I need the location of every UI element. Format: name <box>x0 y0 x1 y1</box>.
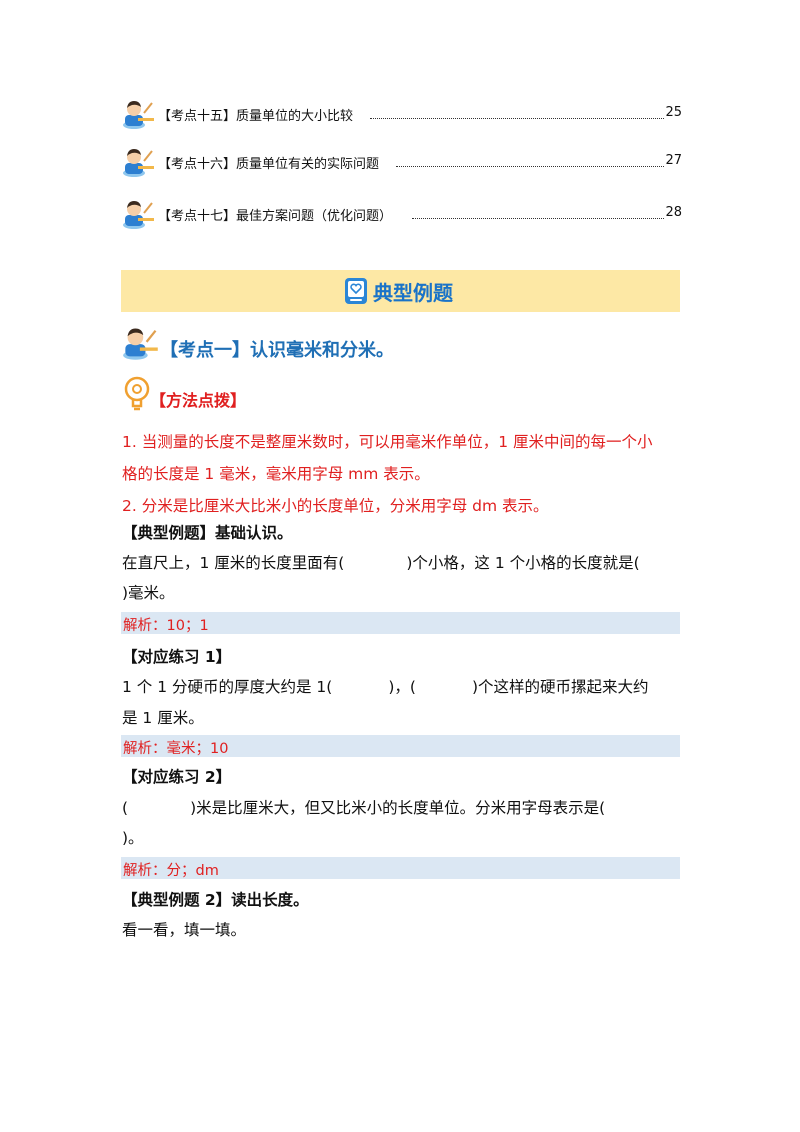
method-line-3: 2. 分米是比厘米大比米小的长度单位，分米用字母 dm 表示。 <box>122 497 549 515</box>
student-icon <box>122 148 155 177</box>
section-banner: 典型例题 <box>121 270 680 312</box>
practice2-question-line2: )。 <box>122 829 144 847</box>
text-segment: )米是比厘米大，但又比米小的长度单位。分米用字母表示是( <box>190 799 606 817</box>
practice1-answer: 解析：毫米；10 <box>123 741 229 757</box>
example2-line1: 看一看，填一填。 <box>122 921 247 939</box>
student-icon <box>122 327 159 360</box>
practice1-question-line1: 1 个 1 分硬币的厚度大约是 1( )，( )个这样的硬币摞起来大约 <box>122 675 649 697</box>
practice1-heading: 【对应练习 1】 <box>122 648 232 666</box>
practice1-question-line2: 是 1 厘米。 <box>122 709 204 727</box>
student-icon <box>122 100 155 129</box>
toc-item-15[interactable]: 【考点十五】质量单位的大小比较 25 <box>122 99 682 129</box>
clipboard-heart-icon <box>345 278 367 304</box>
text-segment: ( <box>122 799 129 817</box>
method-title: 【方法点拨】 <box>150 391 247 410</box>
toc-page-number: 27 <box>665 153 682 168</box>
section-title: 典型例题 <box>373 281 453 305</box>
toc-leader-dots <box>396 166 664 167</box>
practice2-question-line1: ( )米是比厘米大，但又比米小的长度单位。分米用字母表示是( <box>122 796 605 818</box>
practice2-heading: 【对应练习 2】 <box>122 768 232 786</box>
toc-leader-dots <box>412 218 664 219</box>
toc-label: 【考点十五】质量单位的大小比较 <box>158 109 354 124</box>
text-segment: 1 个 1 分硬币的厚度大约是 1( <box>122 678 333 696</box>
toc-item-17[interactable]: 【考点十七】最佳方案问题（优化问题） 28 <box>122 199 682 229</box>
toc-label: 【考点十六】质量单位有关的实际问题 <box>158 157 380 172</box>
example1-heading: 【典型例题】基础认识。 <box>122 524 293 542</box>
text-segment: )个小格，这 1 个小格的长度就是( <box>406 554 640 572</box>
toc-leader-dots <box>370 118 664 119</box>
text-segment: )个这样的硬币摞起来大约 <box>471 678 649 696</box>
text-segment: )，( <box>388 678 416 696</box>
practice2-answer: 解析：分；dm <box>123 863 219 879</box>
kaodian-title: 【考点一】认识毫米和分米。 <box>160 340 394 361</box>
toc-page-number: 25 <box>665 105 682 120</box>
example1-question-line1: 在直尺上，1 厘米的长度里面有( )个小格，这 1 个小格的长度就是( <box>122 551 640 573</box>
text-segment: 在直尺上，1 厘米的长度里面有( <box>122 554 345 572</box>
practice1-answer-bar: 解析：毫米；10 <box>121 735 680 757</box>
method-line-2: 格的长度是 1 毫米，毫米用字母 mm 表示。 <box>122 465 430 483</box>
example2-heading: 【典型例题 2】读出长度。 <box>122 891 309 909</box>
student-icon <box>122 200 155 229</box>
toc-page-number: 28 <box>665 205 682 220</box>
example1-answer: 解析：10；1 <box>123 618 209 634</box>
example1-question-line2: )毫米。 <box>122 584 175 602</box>
toc-label: 【考点十七】最佳方案问题（优化问题） <box>158 209 393 224</box>
practice2-answer-bar: 解析：分；dm <box>121 857 680 879</box>
method-line-1: 1. 当测量的长度不是整厘米数时，可以用毫米作单位，1 厘米中间的每一个小 <box>122 433 653 451</box>
lightbulb-icon <box>124 376 150 411</box>
example1-answer-bar: 解析：10；1 <box>121 612 680 634</box>
toc-item-16[interactable]: 【考点十六】质量单位有关的实际问题 27 <box>122 147 682 177</box>
